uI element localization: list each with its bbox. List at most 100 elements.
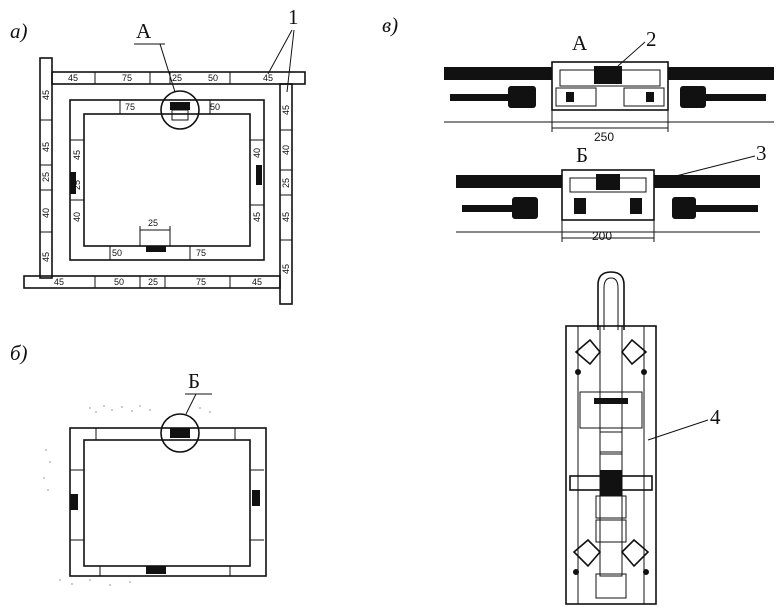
joint-top: [170, 102, 190, 110]
assembly-body: [565, 325, 657, 605]
clamp-top-left: [574, 338, 602, 366]
callout-A-a: А: [136, 19, 152, 43]
top-num-2: 25: [172, 73, 182, 83]
inner-frame-ticks: [70, 100, 264, 260]
detail-b-rod-right: [692, 205, 758, 212]
frame-b-inner: [83, 439, 251, 567]
bottom-num-0: 45: [54, 277, 64, 287]
callout-2-leader: [617, 41, 646, 67]
cross-bar-nut: [600, 470, 622, 496]
detail-circle-a: [160, 90, 200, 130]
right-num-2: 25: [281, 178, 291, 188]
detail-b-nut-left: [574, 198, 586, 214]
inner-right-num-1: 45: [252, 212, 262, 222]
clamp-bottom-left: [572, 538, 602, 568]
callout-2: 2: [646, 27, 657, 51]
pin-bottom-right: [643, 569, 649, 575]
detail-a-clamp: [551, 61, 669, 111]
detail-a-clamp-core: [594, 66, 622, 84]
bottom-block: [595, 573, 627, 599]
left-num-2: 25: [41, 172, 51, 182]
joint-b-bottom: [146, 566, 166, 574]
joint-bottom: [146, 246, 166, 252]
handle-outer: [597, 271, 625, 330]
callout-1-leader-b: [286, 29, 295, 93]
diagram-a: 45 75 25 50 45 75 50 45 45 25 40 45 45 2…: [23, 5, 306, 305]
right-num-0: 45: [281, 105, 291, 115]
upper-block: [579, 391, 643, 429]
left-num-3: 40: [41, 208, 51, 218]
bottom-num-1: 50: [114, 277, 124, 287]
top-num-4: 45: [263, 73, 273, 83]
joint-right: [256, 165, 262, 185]
detail-a-bolt-left: [508, 86, 536, 108]
pin-top-right: [641, 369, 647, 375]
left-num-4: 45: [41, 252, 51, 262]
detail-b-nut-right: [630, 198, 642, 214]
detail-b-bar-right: [654, 175, 760, 188]
gap-num: 25: [148, 218, 158, 228]
detail-a-width: 250: [594, 130, 614, 144]
label-b: б): [10, 341, 28, 365]
detail-b-bolt-left: [512, 197, 538, 219]
right-num-3: 45: [281, 212, 291, 222]
callout-3: 3: [756, 141, 767, 165]
detail-b-bolt-right: [672, 197, 696, 219]
spine-seg-1: [599, 431, 623, 453]
callout-B-v: Б: [576, 143, 588, 167]
outer-right-column: [279, 83, 293, 305]
diagram-b: Б: [43, 369, 267, 586]
stipple-decoration: [43, 405, 211, 586]
upper-block-bar: [594, 398, 628, 404]
frame-b-outer: [69, 427, 267, 577]
frame-b-ticks: [70, 428, 264, 576]
assembly-spine: [599, 325, 623, 577]
right-num-1: 40: [281, 145, 291, 155]
detail-circle-b: [160, 413, 200, 453]
detail-b-width: 200: [592, 229, 612, 243]
outer-bottom-ticks: [94, 276, 231, 288]
callout-3-leader: [659, 155, 756, 181]
outer-bottom-beam: [23, 275, 281, 289]
label-a: а): [10, 19, 28, 43]
detail-a-bolt-right: [680, 86, 706, 108]
callout-1-leader-a: [267, 29, 293, 75]
joint-left: [70, 172, 76, 194]
outer-left-column: [39, 57, 53, 279]
callout-1: 1: [288, 5, 299, 29]
label-v: в): [382, 13, 398, 37]
callout-B-leader: [185, 393, 197, 415]
top-num-0: 45: [68, 73, 78, 83]
inner-left-num-0: 45: [72, 150, 82, 160]
pin-bottom-left: [573, 569, 579, 575]
spine-seg-3: [595, 495, 627, 519]
detail-a-bar-left: [444, 67, 552, 80]
handle-inner: [603, 277, 619, 330]
clamp-bottom-right: [620, 538, 650, 568]
top-num-1: 75: [122, 73, 132, 83]
outer-top-ticks: [94, 72, 231, 84]
joint-b-top: [170, 428, 190, 438]
right-num-4: 45: [281, 264, 291, 274]
detail-b-bar-left: [456, 175, 562, 188]
inner-bottom-num-1: 75: [196, 248, 206, 258]
left-num-0: 45: [41, 90, 51, 100]
joint-top-outline: [171, 109, 189, 121]
inner-left-num-1: 25: [72, 180, 82, 190]
detail-b-rod-left: [462, 205, 522, 212]
spine-seg-4: [595, 519, 627, 543]
pin-top-left: [575, 369, 581, 375]
left-num-1: 45: [41, 142, 51, 152]
callout-A-v: А: [572, 31, 588, 55]
inner-bottom-num-0: 50: [112, 248, 122, 258]
detail-a-clamp-right: [623, 87, 665, 107]
detail-b: 200 Б 3: [456, 141, 767, 243]
inner-left-num-2: 40: [72, 212, 82, 222]
outer-right-ticks: [280, 129, 292, 241]
bottom-num-2: 25: [148, 277, 158, 287]
joint-b-left: [70, 494, 78, 510]
detail-a-bar-right: [668, 67, 774, 80]
bottom-num-3: 75: [196, 277, 206, 287]
bottom-num-4: 45: [252, 277, 262, 287]
